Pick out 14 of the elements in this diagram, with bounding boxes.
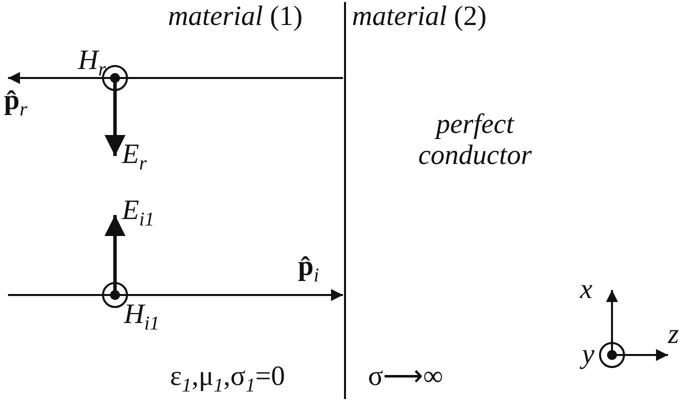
- material-label: perfect conductor: [417, 110, 533, 172]
- direction-label: p̂$_{r}$: [4, 86, 28, 122]
- axis-label: z: [668, 320, 679, 351]
- field-label: H$_{r}$: [78, 46, 106, 82]
- field-label: E$_{r}$: [122, 140, 147, 176]
- parameter-label: ε$_{1}$,μ$_{1}$,σ$_{1}$=0: [170, 362, 286, 398]
- field-label: H$_{i1}$: [124, 300, 160, 336]
- direction-label: p̂$_{i}$: [298, 252, 320, 288]
- field-label: E$_{i1}$: [122, 196, 154, 232]
- material-label: material (2): [352, 2, 487, 33]
- axis-label: x: [580, 275, 592, 306]
- axis-label: y: [582, 340, 594, 371]
- material-label: material (1): [168, 2, 303, 33]
- parameter-label: σ⟶∞: [368, 362, 444, 393]
